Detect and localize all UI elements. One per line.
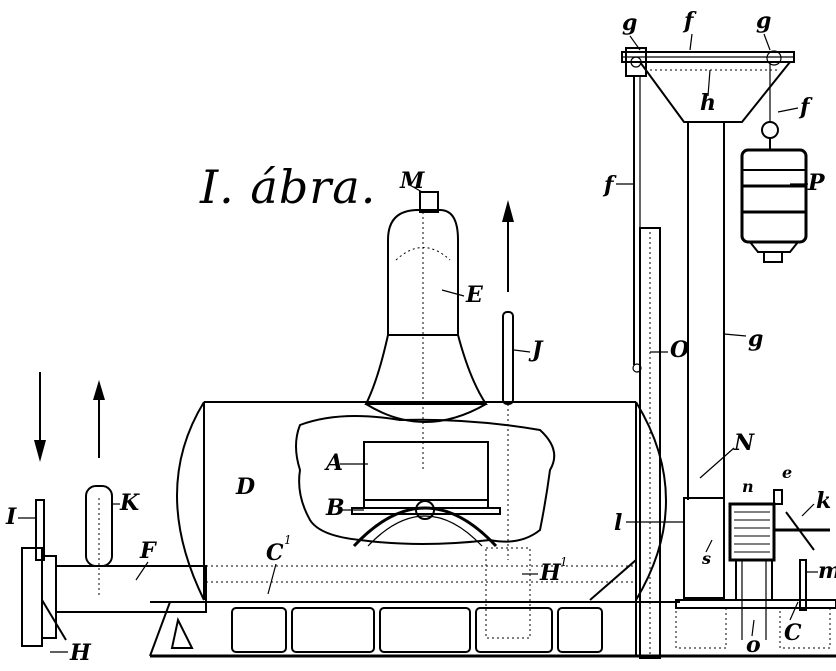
dome-e: [364, 191, 488, 470]
label-k: K: [119, 490, 140, 516]
counterweight: [740, 148, 808, 263]
pump-mechanism: [675, 489, 836, 649]
label-a: A: [324, 450, 343, 476]
base-frame: [149, 557, 836, 658]
label-c: C: [784, 620, 802, 646]
label-h1: H: [539, 560, 562, 586]
label-s: s: [701, 549, 711, 568]
figure-title: I. ábra.: [200, 160, 377, 214]
tower-structure: [621, 47, 795, 500]
pipe-i: [34, 372, 46, 561]
label-m: M: [399, 168, 425, 194]
firebox-cutaway: [295, 415, 556, 548]
label-f-left: f: [602, 172, 617, 198]
label-o: O: [670, 337, 689, 363]
label-d: D: [235, 474, 255, 500]
label-f-right: f: [798, 94, 813, 120]
label-n-small: n: [742, 477, 754, 496]
label-e-small: e: [782, 463, 792, 482]
label-k-small: k: [816, 488, 831, 514]
label-g-top-right: g: [756, 8, 771, 34]
exhaust-pipe-f: [21, 547, 207, 647]
label-b: B: [325, 495, 345, 521]
label-g-mid: g: [748, 326, 763, 352]
label-e: E: [465, 282, 484, 308]
label-c1-sup: 1: [284, 533, 292, 547]
label-h-small: h: [700, 90, 716, 116]
label-f-top: f: [682, 8, 697, 34]
label-o-small: o: [746, 632, 761, 658]
pipe-k: [85, 380, 113, 596]
label-h: H: [69, 640, 92, 666]
label-j: J: [528, 337, 544, 363]
label-g-top-left: g: [622, 10, 637, 36]
label-c1: C: [266, 540, 284, 566]
label-h1-sup: 1: [560, 555, 568, 569]
post-o: [639, 227, 661, 659]
label-l: l: [614, 510, 622, 536]
label-m-small: m: [818, 558, 836, 584]
label-i: I: [5, 504, 17, 530]
label-f: F: [139, 538, 157, 564]
pipe-j: [485, 200, 531, 639]
label-p: P: [807, 170, 826, 196]
part-labels: M E A B D J O N F K I H H 1 C: [5, 8, 836, 666]
label-n: N: [733, 430, 755, 456]
